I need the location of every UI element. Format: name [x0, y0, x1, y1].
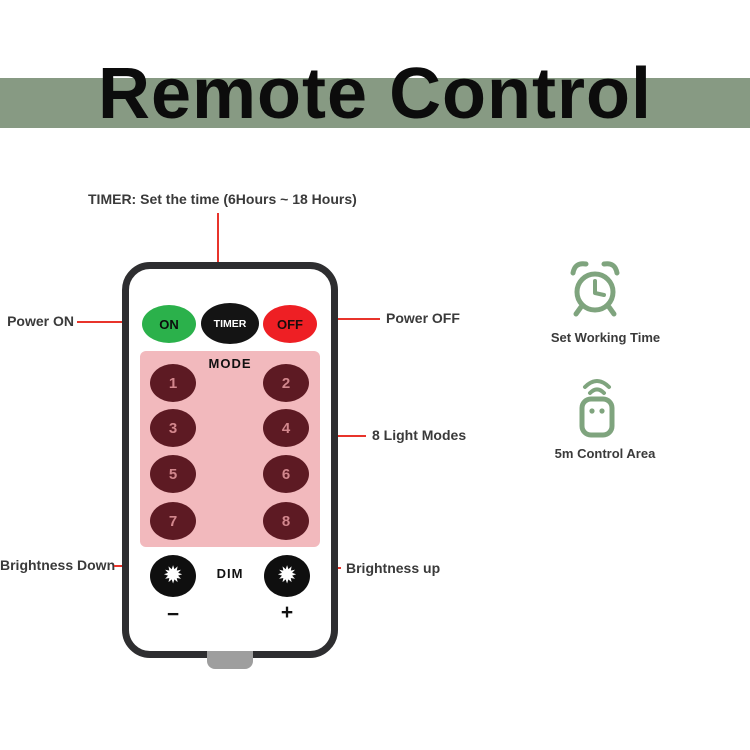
power-on-button: ON	[142, 305, 196, 343]
power-off-label: Power OFF	[386, 310, 460, 326]
brightness-down-button: ✹	[150, 555, 196, 597]
control-area-label: 5m Control Area	[554, 446, 656, 461]
mode-button-4: 4	[263, 409, 309, 447]
page-title: Remote Control	[98, 54, 652, 134]
remote-body: ON TIMER OFF MODE 1 2 3 4 5 6 7 8 ✹ DIM …	[122, 262, 338, 669]
light-modes-label: 8 Light Modes	[372, 427, 467, 443]
alarm-clock-icon	[563, 256, 627, 322]
timer-button: TIMER	[201, 303, 259, 344]
mode-panel: MODE 1 2 3 4 5 6 7 8	[140, 351, 320, 547]
brightness-up-button: ✹	[264, 555, 310, 597]
set-working-time-label: Set Working Time	[550, 330, 661, 345]
title-band	[0, 78, 750, 128]
power-on-line	[77, 321, 149, 323]
mode-button-7: 7	[150, 502, 196, 540]
mode-button-5: 5	[150, 455, 196, 493]
minus-sign: −	[166, 603, 180, 626]
mode-button-6: 6	[263, 455, 309, 493]
mode-button-8: 8	[263, 502, 309, 540]
mode-button-2: 2	[263, 364, 309, 402]
mode-button-1: 1	[150, 364, 196, 402]
power-on-label: Power ON	[7, 313, 74, 329]
power-off-button: OFF	[263, 305, 317, 343]
power-off-line	[306, 318, 380, 320]
mode-button-3: 3	[150, 409, 196, 447]
timer-line	[217, 213, 219, 303]
battery-pull-tab	[207, 651, 253, 669]
remote-signal-icon	[569, 372, 625, 440]
sunburst-icon: ✹	[276, 562, 298, 589]
remote-face: ON TIMER OFF MODE 1 2 3 4 5 6 7 8 ✹ DIM …	[129, 269, 331, 651]
plus-sign: +	[280, 601, 294, 624]
timer-annotation: TIMER: Set the time (6Hours ~ 18 Hours)	[88, 191, 357, 207]
brightness-down-label: Brightness Down	[0, 557, 116, 573]
mode-label: MODE	[208, 356, 252, 371]
brightness-up-label: Brightness up	[346, 560, 441, 576]
dim-label: DIM	[216, 566, 244, 581]
sunburst-icon: ✹	[162, 562, 184, 589]
